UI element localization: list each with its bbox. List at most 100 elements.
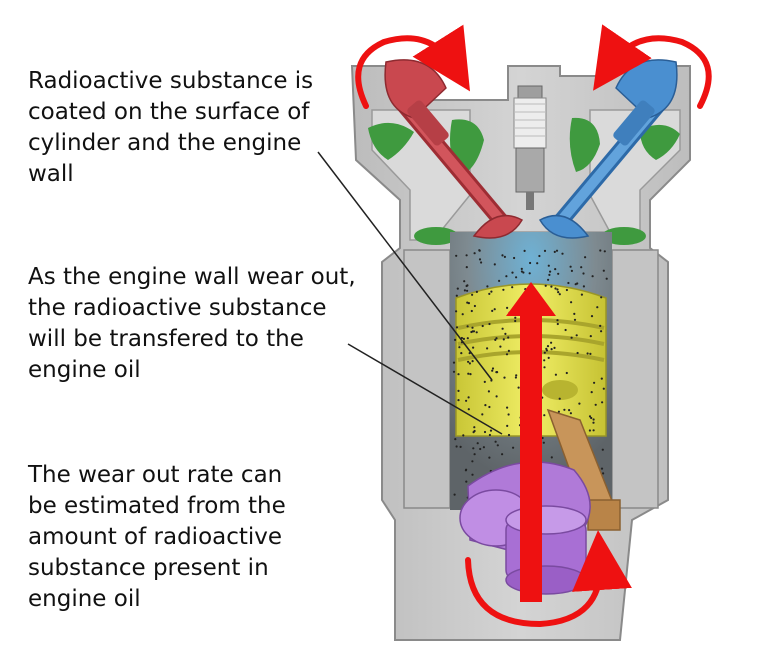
particle [570,336,573,339]
particle [465,284,468,288]
particle [529,261,532,265]
particle [602,472,605,475]
particle [471,293,474,296]
particle [498,279,501,282]
particle [544,284,547,287]
particle [580,293,584,296]
particle [514,376,518,379]
particle [594,403,597,406]
particle [484,404,487,407]
particle [463,289,466,292]
particle [483,430,487,434]
particle [547,356,550,359]
particle [515,276,518,279]
particle [578,402,581,405]
particle [455,254,458,257]
particle [580,266,583,269]
particle [493,308,496,311]
particle [502,338,505,341]
particle [495,337,498,340]
particle [457,389,460,392]
particle [573,312,576,315]
particle [478,258,482,261]
particle [503,255,506,258]
particle [491,367,495,370]
particle [459,445,462,448]
particle [455,445,458,448]
particle [482,446,485,449]
particle [473,426,476,429]
particle [456,287,459,290]
particle [550,456,553,459]
particle [473,453,476,456]
particle [501,327,504,330]
particle [471,473,474,476]
particle [538,254,541,258]
particle [491,309,494,312]
particle [600,377,603,380]
particle [454,438,457,441]
particle [507,413,510,416]
particle [495,371,498,374]
particle [600,467,604,470]
spark-plug-icon [513,85,547,210]
particle [599,249,602,252]
particle [465,266,468,269]
particle [476,442,479,445]
particle [489,429,493,432]
particle [554,268,557,271]
particle [592,418,595,421]
particle [460,336,463,340]
particle [494,440,497,443]
particle [536,262,539,265]
particle [462,337,465,340]
particle [599,324,602,327]
particle [511,286,514,289]
particle [543,249,547,252]
particle [470,309,473,313]
particle [452,370,456,373]
particle [602,387,605,390]
particle [496,444,499,447]
particle [505,275,508,278]
particle [486,347,489,350]
particle [488,405,491,409]
particle [488,292,491,295]
particle [517,386,520,389]
particle [558,293,561,296]
particle [507,336,510,339]
particle [575,334,578,337]
particle [506,306,509,309]
particle [472,330,476,333]
cylinder-wall-left [403,249,451,509]
particle [601,448,604,451]
particle [528,272,531,275]
particle [589,335,592,338]
particle [504,332,507,335]
particle [573,318,577,321]
particle [588,429,592,432]
particle [488,322,491,326]
particle [471,326,474,329]
particle [588,415,592,418]
particle [503,376,506,379]
particle [462,434,465,437]
stroke-arrow-icon [506,282,556,602]
estimate-label: The wear out rate can be estimated from … [28,462,286,612]
particle [457,399,460,402]
particle [514,316,517,319]
particle [590,391,593,394]
particle [465,399,468,402]
particle [576,282,579,285]
particle [502,288,505,291]
particle [553,346,556,349]
particle [556,288,559,291]
particle [586,352,589,355]
particle [550,285,553,288]
particle [490,290,493,293]
particle [501,453,504,456]
cylinder-head [371,109,681,241]
particle [460,352,463,355]
particle [541,436,544,440]
